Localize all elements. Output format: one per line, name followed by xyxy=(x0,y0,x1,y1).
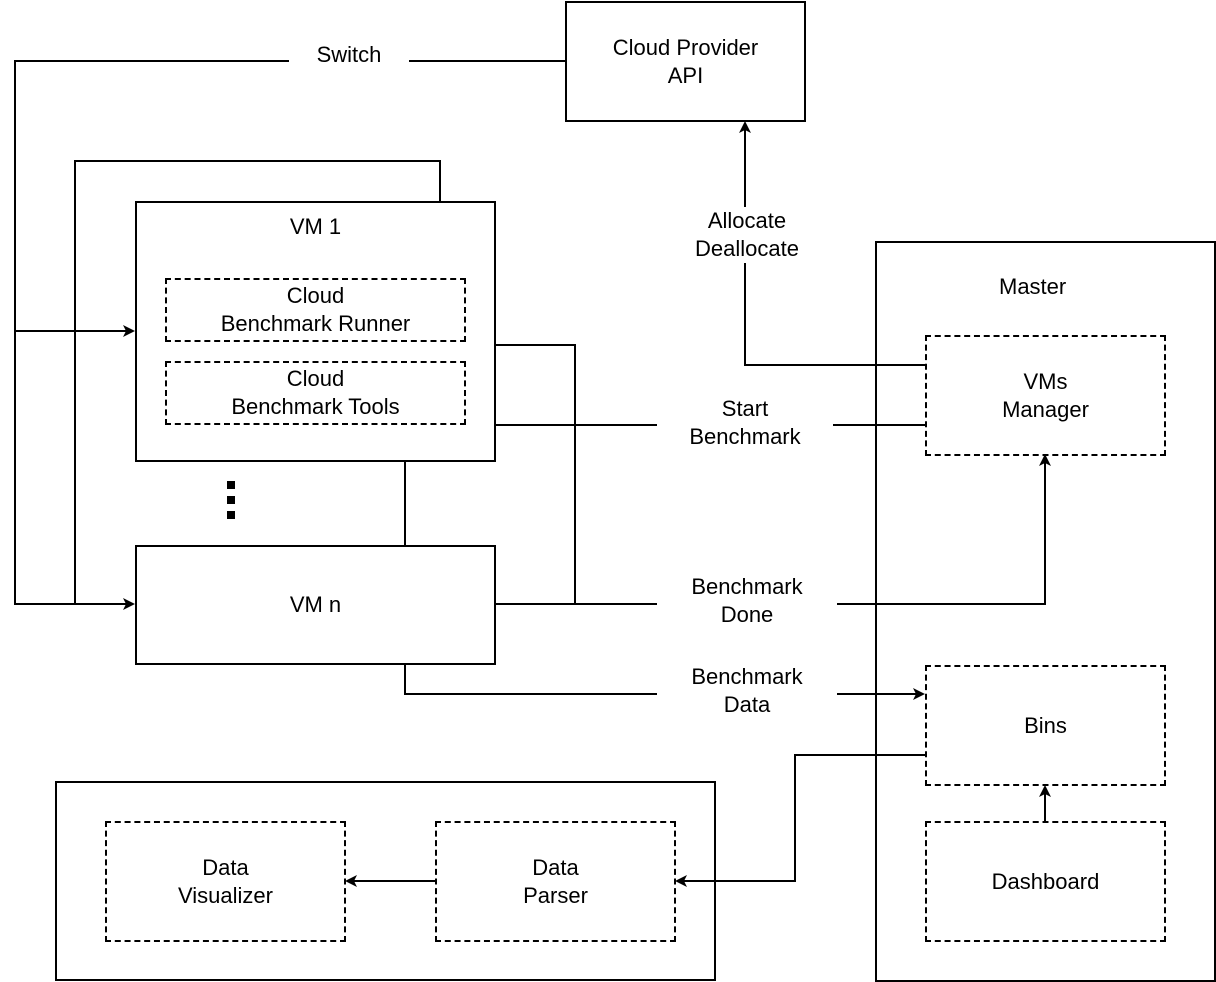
data-parser-box: Data Parser xyxy=(435,821,676,942)
dashboard-label: Dashboard xyxy=(991,868,1100,894)
ellipsis-dot xyxy=(227,496,235,504)
master-title: Master xyxy=(999,274,1067,299)
vms-manager-label: VMs Manager xyxy=(1002,368,1089,422)
dashboard-box: Dashboard xyxy=(925,821,1166,942)
vm1-title: VM 1 xyxy=(289,214,342,239)
switch-edge-label: Switch xyxy=(289,41,409,69)
start-benchmark-connector xyxy=(74,160,925,604)
start-benchmark-edge-label: Start Benchmark xyxy=(657,395,833,451)
allocate-connector xyxy=(739,121,925,366)
analysis-container xyxy=(55,781,716,981)
vmn-title: VM n xyxy=(289,592,342,617)
bins-label: Bins xyxy=(1024,712,1067,738)
benchmark-runner-label: Cloud Benchmark Runner xyxy=(220,283,411,336)
data-visualizer-label: Data Visualizer xyxy=(178,854,273,908)
benchmark-tools-label: Cloud Benchmark Tools xyxy=(231,366,400,419)
benchmark-data-edge-label: Benchmark Data xyxy=(657,663,837,719)
data-visualizer-box: Data Visualizer xyxy=(105,821,346,942)
cloud-provider-api-box: Cloud Provider API xyxy=(565,1,806,122)
master-box: Master xyxy=(875,241,1216,982)
ellipsis-dot xyxy=(227,481,235,489)
vmn-box: VM n xyxy=(135,545,496,665)
bins-box: Bins xyxy=(925,665,1166,786)
vms-manager-box: VMs Manager xyxy=(925,335,1166,456)
benchmark-tools-box: Cloud Benchmark Tools xyxy=(165,361,466,425)
cloud-provider-api-label: Cloud Provider API xyxy=(612,34,759,88)
benchmark-runner-box: Cloud Benchmark Runner xyxy=(165,278,466,342)
vm1-done-connector xyxy=(496,344,576,604)
bins-parser-connector xyxy=(675,754,925,887)
ellipsis-dot xyxy=(227,511,235,519)
data-parser-label: Data Parser xyxy=(523,854,588,908)
allocate-edge-label: Allocate Deallocate xyxy=(672,207,822,263)
benchmark-done-edge-label: Benchmark Done xyxy=(657,573,837,629)
